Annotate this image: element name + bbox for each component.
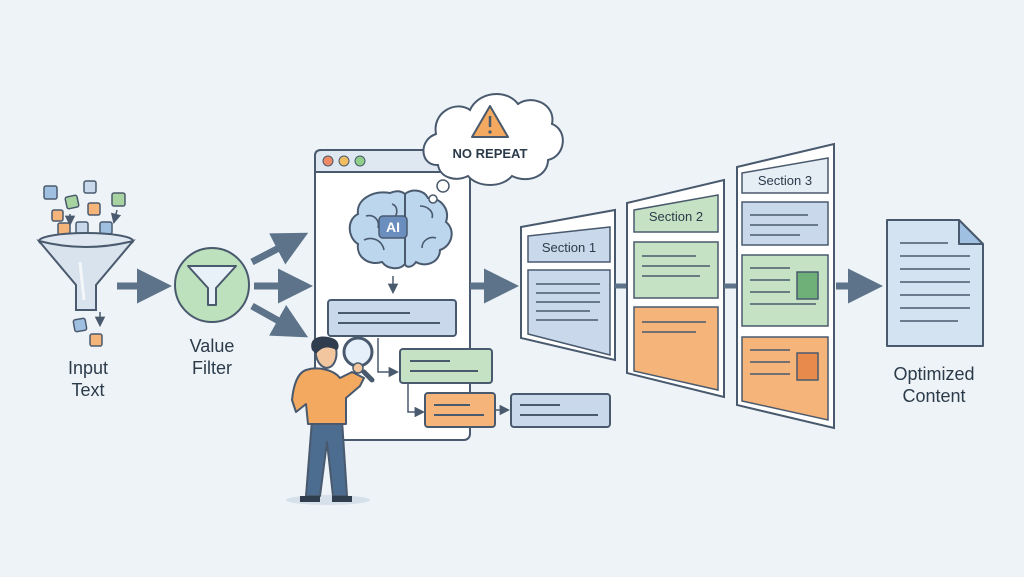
input-label-line1: Input — [67, 358, 109, 378]
ai-output-block — [327, 299, 457, 337]
window-maximize-dot — [354, 155, 366, 167]
no-repeat-label: NO REPEAT — [453, 146, 528, 161]
funnel-icon — [36, 232, 136, 311]
thought-dot-small — [428, 194, 438, 204]
connector-to-orange — [407, 384, 426, 418]
no-repeat-cloud — [422, 92, 564, 186]
value-filter-icon — [174, 247, 250, 323]
window-close-dot — [322, 155, 334, 167]
output-squares — [72, 312, 106, 347]
green-block — [399, 348, 493, 384]
filter-label-line2: Filter — [192, 358, 232, 378]
input-label-line2: Text — [71, 380, 105, 400]
output-label-line1: Optimized — [893, 364, 975, 384]
blue-output-block — [510, 393, 611, 428]
window-minimize-dot — [338, 155, 350, 167]
arrow-filter-up — [250, 232, 309, 266]
input-squares — [43, 180, 126, 236]
ai-badge: AI — [386, 219, 400, 235]
connector-to-green — [377, 338, 400, 378]
section-2-panel: Section 2 — [626, 178, 725, 399]
thought-dot-medium — [436, 179, 450, 193]
value-filter-label: Value Filter — [172, 335, 252, 379]
brain-icon: AI — [348, 189, 453, 270]
section-1-title: Section 1 — [542, 240, 596, 255]
person-with-magnifier-icon — [286, 336, 375, 505]
optimized-content-label: Optimized Content — [870, 363, 998, 407]
arrow-filter-down — [250, 302, 309, 338]
output-label-line2: Content — [902, 386, 966, 406]
section-2-title: Section 2 — [649, 209, 703, 224]
section-3-panel: Section 3 — [736, 142, 835, 430]
document-icon — [886, 219, 984, 347]
warning-triangle-icon — [471, 105, 509, 138]
section-1-panel: Section 1 — [520, 208, 616, 362]
input-text-label: Input Text — [48, 357, 128, 401]
section-3-title: Section 3 — [758, 173, 812, 188]
filter-label-line1: Value — [189, 336, 235, 356]
orange-block — [424, 392, 496, 428]
